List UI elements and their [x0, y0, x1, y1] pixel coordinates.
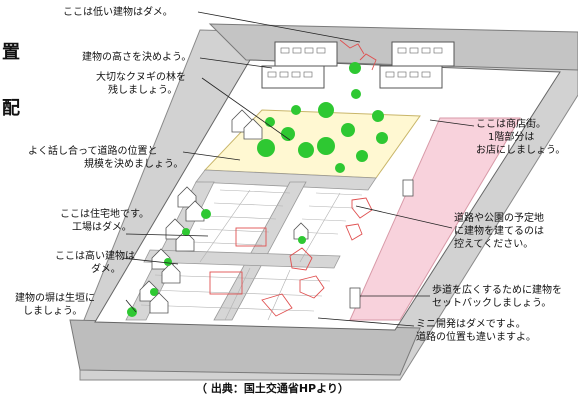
note-line: ここは高い建物は [55, 251, 135, 262]
note-line: ダメ。 [91, 264, 121, 275]
heading-char-top: 置 [2, 42, 20, 63]
commercial-strip [349, 117, 521, 321]
note-mini-dev: ミニ開発はダメですよ。 道路の位置も違いますよ。 [416, 318, 536, 344]
note-line: ここは低い建物はダメ。 [63, 7, 173, 18]
note-line: 1階部分は [488, 132, 535, 143]
source-caption: （ 出典：国土交通省HPより） [196, 382, 349, 395]
note-line: セットバックしましょう。 [432, 298, 552, 309]
note-line: 建物の高さを決めよう。 [82, 52, 192, 63]
red-sketches [209, 39, 377, 317]
note-line: お店にしましょう。 [476, 145, 566, 156]
note-line: ここは商店街。 [476, 119, 546, 130]
note-line: 残しましょう。 [108, 85, 178, 96]
note-hedge-fence: 建物の塀は生垣に しましょう。 [15, 292, 95, 318]
note-line: ここは住宅地です。 [60, 209, 149, 220]
note-height-rule: 建物の高さを決めよう。 [82, 51, 191, 64]
apartment-windows [267, 47, 443, 78]
note-line: 歩道を広くするために建物を [432, 285, 562, 296]
heading-char-bottom: 配 [2, 98, 20, 119]
apartment-buildings [261, 41, 455, 89]
note-residential: ここは住宅地です。 工場はダメ。 [60, 208, 149, 234]
note-low-building: ここは低い建物はダメ。 [63, 6, 173, 19]
note-planned-road: 道路や公園の予定地 に建物を建てるのは 控えてください。 [454, 212, 544, 251]
note-line: 建物の塀は生垣に [15, 293, 95, 304]
note-keyaki-forest: 大切なクヌギの林を 残しましょう。 [96, 71, 186, 97]
note-line: ミニ開発はダメですよ。 [416, 319, 526, 330]
note-commercial: ここは商店街。 1階部分は お店にしましょう。 [476, 118, 565, 157]
note-setback: 歩道を広くするために建物を セットバックしましょう。 [432, 284, 562, 310]
note-line: 道路や公園の予定地 [454, 213, 544, 224]
note-line: 規模を決めましょう。 [84, 159, 184, 170]
note-line: 工場はダメ。 [72, 222, 132, 233]
note-line: 道路の位置も違いますよ。 [416, 332, 536, 343]
note-line: に建物を建てるのは [454, 226, 544, 237]
note-line: よく話し合って道路の位置と [28, 146, 158, 157]
note-line: 控えてください。 [454, 239, 534, 250]
leader-lines [121, 11, 475, 327]
note-road-position: よく話し合って道路の位置と 規模を決めましょう。 [28, 145, 183, 171]
note-line: しましょう。 [23, 306, 83, 317]
note-tall-building: ここは高い建物は ダメ。 [55, 250, 135, 276]
note-line: 大切なクヌギの林を [96, 72, 186, 83]
